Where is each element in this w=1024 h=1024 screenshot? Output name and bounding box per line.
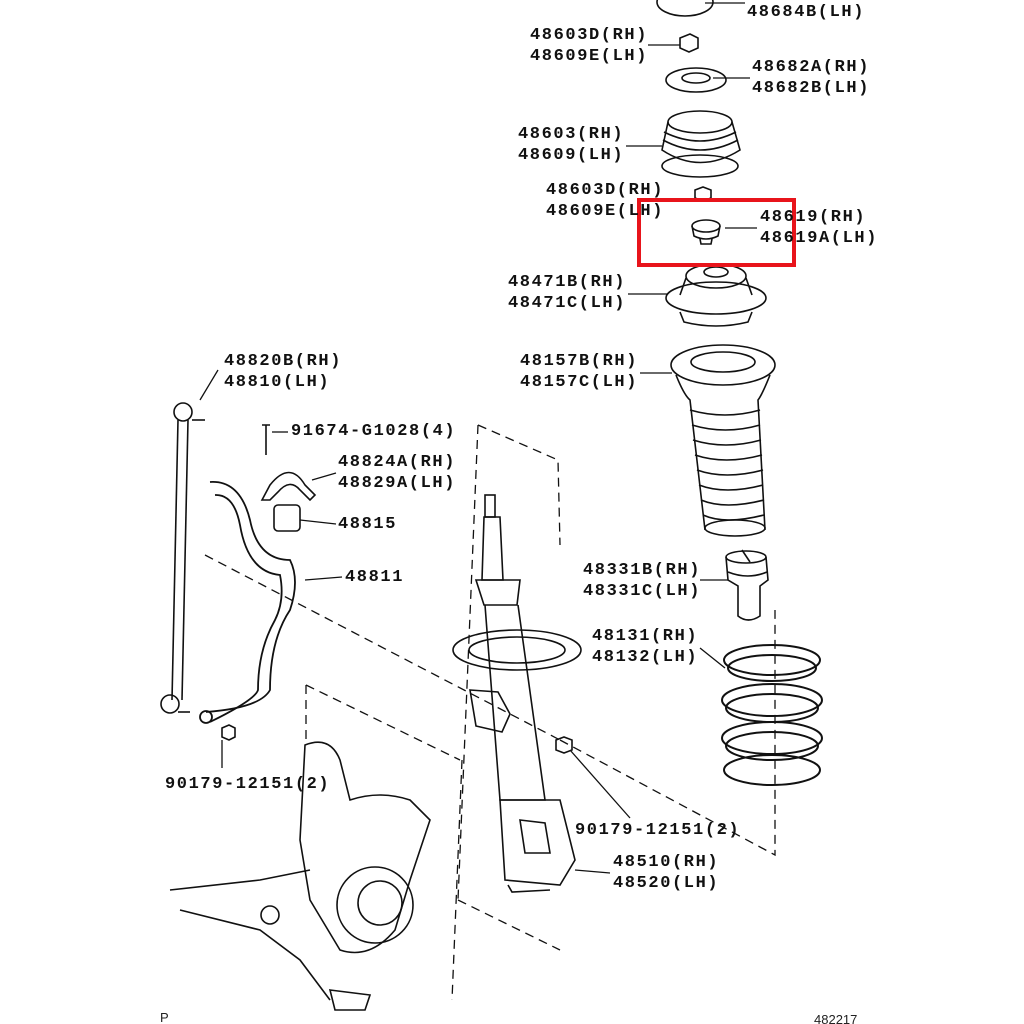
part-number-rh: 48682A(RH)	[752, 58, 871, 77]
label-48510[interactable]: 48510(RH) 48520(LH)	[613, 852, 719, 894]
dashed-guides	[204, 424, 776, 1001]
seal-ring	[656, 0, 714, 17]
bump-stopper-part	[725, 549, 769, 621]
page-marker: P	[160, 1010, 169, 1024]
part-number-rh: 48603(RH)	[518, 125, 625, 144]
nut-icon	[679, 33, 699, 53]
label-48331b[interactable]: 48331B(RH) 48331C(LH)	[583, 560, 701, 602]
highlight-box	[637, 198, 796, 267]
label-48682a[interactable]: 48682A(RH) 48682B(LH)	[752, 57, 870, 99]
coil-spring-part	[721, 644, 823, 786]
part-number-lh: 48331C(LH)	[583, 582, 702, 601]
label-48603d-mid[interactable]: 48603D(RH) 48609E(LH)	[546, 180, 664, 222]
part-number-rh: 48331B(RH)	[583, 561, 702, 580]
part-number-rh: 48471B(RH)	[508, 273, 627, 292]
label-48131[interactable]: 48131(RH) 48132(LH)	[592, 626, 698, 668]
part-number-lh: 48609(LH)	[518, 146, 625, 165]
part-number: 91674-G1028(4)	[291, 422, 457, 441]
part-number-lh: 48471C(LH)	[508, 294, 627, 313]
label-48471b[interactable]: 48471B(RH) 48471C(LH)	[508, 272, 626, 314]
part-number-lh: 48609E(LH)	[546, 202, 665, 221]
diagram-id: 482217	[814, 1012, 858, 1024]
dust-boot	[670, 344, 776, 537]
part-number-rh: 48131(RH)	[592, 627, 699, 646]
part-number-rh: 48603D(RH)	[530, 26, 649, 45]
part-number-lh: 48132(LH)	[592, 648, 699, 667]
part-number-lh: 48520(LH)	[613, 874, 720, 893]
part-number: 90179-12151(2)	[575, 821, 741, 840]
shock-absorber-part	[452, 494, 582, 893]
label-90179-left[interactable]: 90179-12151(2)	[165, 774, 330, 795]
part-number: 48684B(LH)	[747, 3, 866, 22]
part-number-rh: 48603D(RH)	[546, 181, 665, 200]
part-number-lh: 48619A(LH)	[760, 229, 879, 248]
suspension-support	[661, 110, 741, 178]
part-number-rh: 48824A(RH)	[338, 453, 457, 472]
part-number: 48811	[345, 568, 405, 587]
bushing-part	[691, 219, 721, 245]
label-48820b[interactable]: 48820B(RH) 48810(LH)	[224, 351, 342, 393]
spring-seat-part	[665, 263, 767, 327]
part-number-lh: 48682B(LH)	[752, 79, 871, 98]
label-48811[interactable]: 48811	[345, 567, 404, 588]
part-number-rh: 48820B(RH)	[224, 352, 343, 371]
part-number: 48815	[338, 515, 398, 534]
part-number-rh: 48510(RH)	[613, 853, 720, 872]
label-48157b[interactable]: 48157B(RH) 48157C(LH)	[520, 351, 638, 393]
label-91674[interactable]: 91674-G1028(4)	[291, 421, 456, 442]
stabilizer-bar-part	[199, 481, 296, 724]
part-number-rh: 48619(RH)	[760, 208, 867, 227]
steering-knuckle	[169, 741, 431, 1011]
leader-lines	[199, 2, 757, 874]
label-48619[interactable]: 48619(RH) 48619A(LH)	[760, 207, 878, 249]
part-number: 90179-12151(2)	[165, 775, 331, 794]
label-48824a[interactable]: 48824A(RH) 48829A(LH)	[338, 452, 456, 494]
label-48603[interactable]: 48603(RH) 48609(LH)	[518, 124, 624, 166]
label-48684b[interactable]: 48684B(LH)	[747, 2, 865, 23]
part-number-lh: 48157C(LH)	[520, 373, 639, 392]
bracket-parts	[221, 424, 317, 741]
stabilizer-link	[160, 402, 205, 714]
label-48603d-top[interactable]: 48603D(RH) 48609E(LH)	[530, 25, 648, 67]
label-90179-right[interactable]: 90179-12151(2)	[575, 820, 740, 841]
part-number-lh: 48609E(LH)	[530, 47, 649, 66]
part-number-lh: 48829A(LH)	[338, 474, 457, 493]
label-48815[interactable]: 48815	[338, 514, 397, 535]
part-number-rh: 48157B(RH)	[520, 352, 639, 371]
part-number-lh: 48810(LH)	[224, 373, 331, 392]
